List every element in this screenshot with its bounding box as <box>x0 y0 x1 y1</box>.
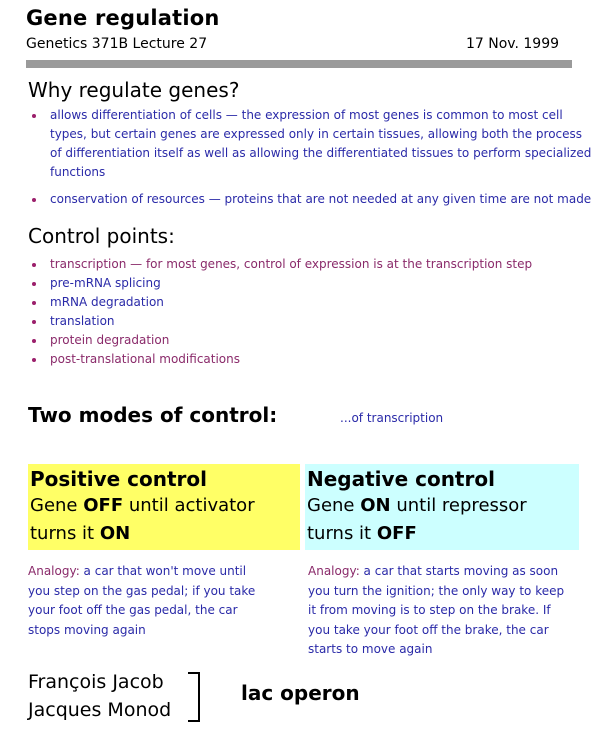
positive-analogy: Analogy: a car that won't move until you… <box>28 564 256 637</box>
negative-control-box: Negative control Gene ON until repressor… <box>305 464 579 550</box>
why-list: allows differentiation of cells — the ex… <box>28 106 594 209</box>
researcher-names: François Jacob Jacques Monod <box>28 668 171 724</box>
researcher-name: François Jacob <box>28 671 164 693</box>
positive-control-line1: Gene OFF until activator <box>30 495 255 516</box>
page-title: Gene regulation <box>26 6 220 30</box>
modes-note: ...of transcription <box>340 411 444 425</box>
negative-control-line1: Gene ON until repressor <box>307 495 527 516</box>
list-item: post-translational modifications <box>28 350 568 369</box>
negative-control-line2: turns it OFF <box>307 523 417 544</box>
negative-control-title: Negative control <box>307 467 495 491</box>
list-item: allows differentiation of cells — the ex… <box>28 106 594 182</box>
course-label: Genetics 371B Lecture 27 <box>26 36 208 52</box>
off-label: OFF <box>83 495 124 516</box>
positive-control-line2: turns it ON <box>30 523 131 544</box>
researcher-name: Jacques Monod <box>28 699 172 721</box>
negative-analogy: Analogy: a car that starts moving as soo… <box>308 564 565 657</box>
lac-operon-label: lac operon <box>241 681 360 705</box>
on-label: ON <box>99 523 131 544</box>
bracket <box>188 672 200 722</box>
list-item: transcription — for most genes, control … <box>28 255 568 274</box>
why-heading: Why regulate genes? <box>28 78 240 102</box>
on-label: ON <box>360 495 391 516</box>
modes-heading: Two modes of control: <box>28 403 278 427</box>
lecture-date: 17 Nov. 1999 <box>466 36 560 52</box>
control-points-list: transcription — for most genes, control … <box>28 255 568 369</box>
control-points-heading: Control points: <box>28 224 175 248</box>
list-item: mRNA degradation <box>28 293 568 312</box>
list-item: translation <box>28 312 568 331</box>
off-label: OFF <box>376 523 417 544</box>
list-item: conservation of resources — proteins tha… <box>28 190 594 209</box>
list-item: pre-mRNA splicing <box>28 274 568 293</box>
positive-control-box: Positive control Gene OFF until activato… <box>28 464 300 550</box>
list-item: protein degradation <box>28 331 568 350</box>
header-rule <box>26 60 572 68</box>
positive-control-title: Positive control <box>30 467 207 491</box>
